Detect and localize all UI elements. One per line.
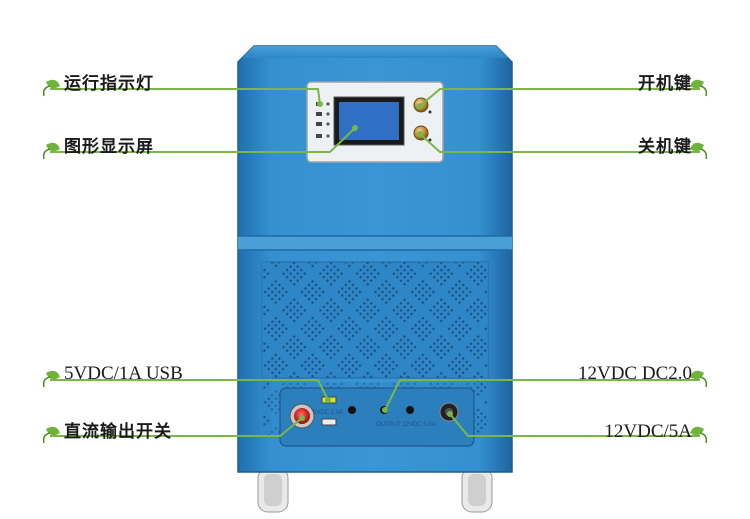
leaf-icon bbox=[42, 142, 60, 160]
leaf-icon bbox=[42, 370, 60, 388]
wheel-left bbox=[257, 467, 289, 513]
callout-power-off-key: 关机键 bbox=[638, 137, 692, 157]
usb-panel-marking: 5VDC 1.0A bbox=[313, 410, 343, 416]
leaf-icon bbox=[42, 426, 60, 444]
callout-dc-terminal: 12VDC/5A bbox=[604, 421, 692, 442]
output-panel-marking: OUTPUT 12VDC 5.0A bbox=[376, 422, 436, 428]
callout-run-indicator: 运行指示灯 bbox=[64, 74, 154, 94]
leaf-icon bbox=[42, 79, 60, 97]
callout-usb-output: 5VDC/1A USB bbox=[64, 363, 183, 384]
wheel-right bbox=[461, 467, 493, 513]
leaf-icon bbox=[690, 142, 708, 160]
callout-dc-jack: 12VDC DC2.0 bbox=[577, 363, 692, 384]
callout-power-on-key: 开机键 bbox=[638, 74, 692, 94]
callout-dc-output-switch: 直流输出开关 bbox=[64, 422, 172, 442]
leaf-icon bbox=[690, 370, 708, 388]
callout-lines bbox=[50, 88, 700, 437]
leaf-icon bbox=[690, 79, 708, 97]
callout-lcd-display: 图形显示屏 bbox=[64, 137, 154, 157]
leaf-icon bbox=[690, 426, 708, 444]
